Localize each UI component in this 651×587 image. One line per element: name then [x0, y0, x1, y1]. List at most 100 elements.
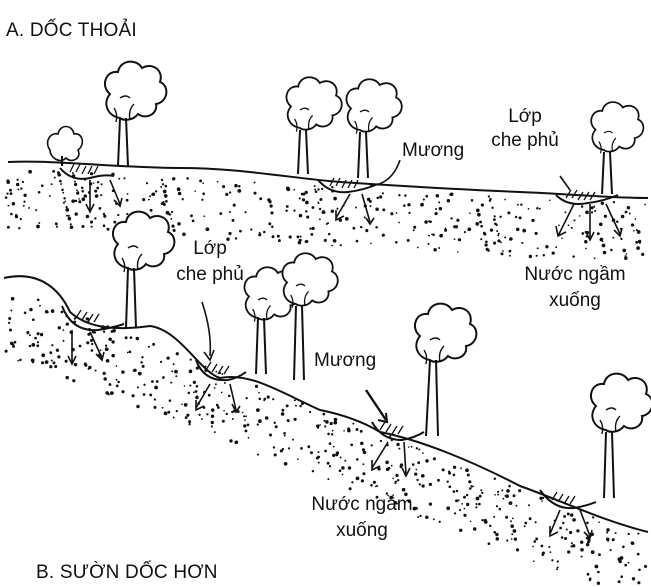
soil-dot [29, 308, 32, 311]
soil-dot [375, 226, 378, 229]
soil-dot [160, 186, 162, 188]
soil-dot [566, 529, 568, 531]
soil-dot [162, 376, 165, 379]
soil-dot [100, 349, 102, 351]
soil-dot [571, 227, 573, 229]
soil-dot [597, 571, 600, 574]
soil-dot [444, 229, 447, 232]
soil-dot [353, 227, 356, 230]
soil-dot [91, 343, 93, 345]
soil-dot [41, 361, 44, 364]
soil-dot [324, 239, 327, 242]
soil-dot [529, 255, 532, 258]
soil-dot [485, 240, 488, 243]
soil-dot [37, 299, 40, 302]
soil-dot [571, 542, 573, 544]
soil-dot [543, 254, 545, 256]
soil-dot [319, 218, 321, 220]
soil-dot [300, 236, 302, 238]
soil-dot [413, 229, 415, 231]
soil-dot [475, 222, 479, 226]
soil-dot [633, 230, 635, 232]
soil-dot [413, 226, 416, 229]
soil-dot [392, 478, 394, 480]
soil-dot [456, 490, 458, 492]
soil-dot [215, 383, 217, 385]
soil-dot [417, 247, 419, 249]
soil-dot [459, 509, 461, 511]
soil-dot [618, 580, 621, 583]
soil-dot [52, 170, 55, 173]
soil-dot [293, 418, 296, 421]
soil-dot [522, 229, 526, 233]
soil-dot [34, 337, 37, 340]
soil-dot [438, 247, 440, 249]
soil-dot [471, 199, 474, 202]
soil-dot [84, 194, 87, 197]
soil-dot [211, 425, 213, 427]
soil-dot [22, 181, 24, 183]
soil-dot [332, 454, 335, 457]
soil-dot [17, 360, 19, 362]
soil-dot [243, 415, 245, 417]
soil-dot [324, 425, 326, 427]
soil-dot [182, 232, 186, 236]
soil-dot [160, 361, 162, 363]
soil-dot [181, 403, 183, 405]
soil-dot [428, 243, 430, 245]
soil-dot [228, 232, 231, 235]
soil-dot [425, 516, 429, 520]
soil-dot [497, 491, 499, 493]
soil-dot [333, 239, 337, 243]
soil-dot [373, 481, 376, 484]
soil-dot [561, 237, 563, 239]
soil-dot [280, 449, 283, 452]
soil-dot [32, 361, 34, 363]
soil-dot [51, 360, 53, 362]
soil-dot [90, 172, 93, 175]
soil-dot [272, 398, 274, 400]
soil-dot [497, 234, 499, 236]
soil-dot [599, 222, 603, 226]
soil-dot [103, 215, 106, 218]
soil-dot [84, 364, 87, 367]
soil-dot [54, 177, 56, 179]
soil-dot [494, 215, 496, 217]
soil-dot [511, 538, 513, 540]
soil-dot [294, 399, 296, 401]
soil-dot [478, 503, 481, 506]
soil-dot [361, 479, 364, 482]
soil-dot [479, 495, 482, 498]
soil-dot [484, 519, 487, 522]
soil-dot [433, 457, 436, 460]
soil-dot [299, 239, 302, 242]
soil-dot [537, 247, 539, 249]
soil-dot [24, 312, 27, 315]
soil-dot [535, 537, 538, 540]
soil-dot [273, 422, 275, 424]
soil-dot [635, 241, 638, 244]
soil-dot [637, 533, 639, 535]
soil-dot [253, 192, 256, 195]
soil-dot [164, 185, 167, 188]
soil-dot [233, 204, 236, 207]
soil-dot [166, 356, 169, 359]
soil-dot [171, 224, 174, 227]
soil-dot [513, 494, 516, 497]
soil-dot [542, 551, 545, 554]
soil-dot [489, 200, 491, 202]
soil-dot [295, 405, 297, 407]
soil-dot [51, 344, 53, 346]
soil-dot [35, 209, 37, 211]
soil-dot [153, 406, 156, 409]
soil-dot [376, 196, 379, 199]
soil-dot [79, 345, 82, 348]
soil-dot [105, 347, 109, 351]
soil-dot [375, 208, 379, 212]
soil-dot [167, 411, 170, 414]
soil-dot [263, 399, 265, 401]
soil-dot [572, 255, 574, 257]
soil-dot [101, 183, 103, 185]
soil-dot [515, 505, 517, 507]
soil-dot [467, 474, 470, 477]
